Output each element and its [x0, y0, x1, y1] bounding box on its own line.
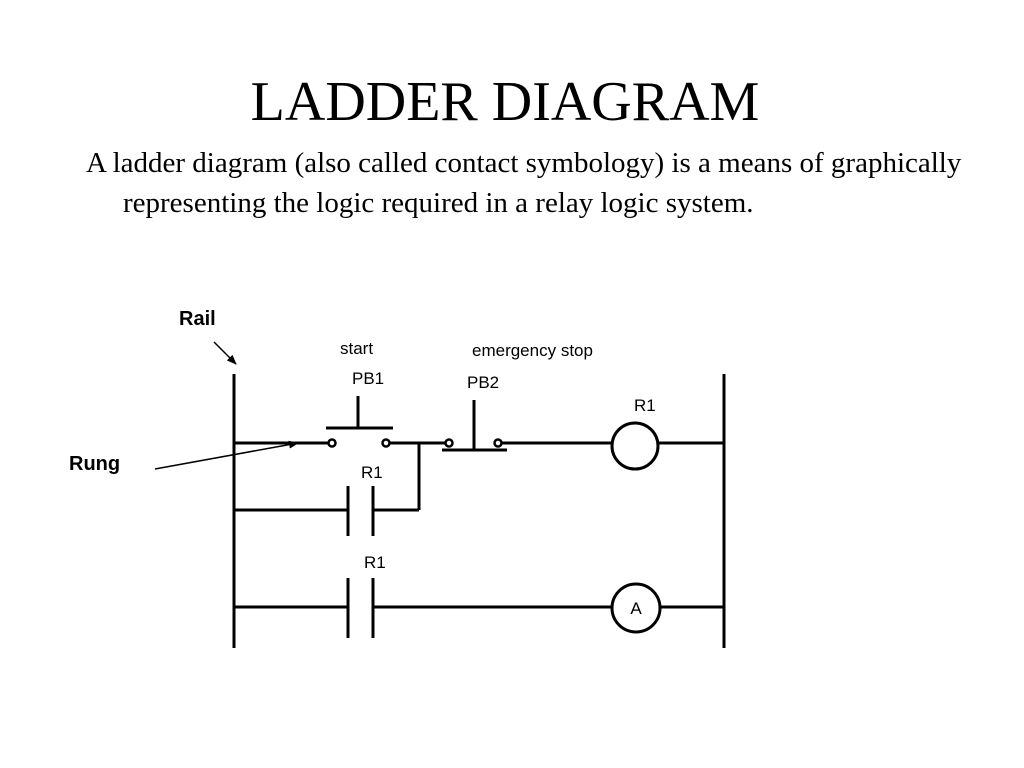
seal-in-contact-tag: R1	[361, 463, 383, 482]
pb1-tag: PB1	[352, 369, 384, 388]
relay-coil-tag: R1	[634, 396, 656, 415]
output-contact-tag: R1	[364, 553, 386, 572]
relay-coil-r1	[610, 421, 660, 471]
slide-body-text: A ladder diagram (also called contact sy…	[86, 147, 962, 219]
pb2-terminal-left	[444, 438, 454, 448]
pb1-caption: start	[340, 339, 373, 358]
output-coil-symbol: A	[630, 599, 642, 618]
rail-label: Rail	[179, 308, 216, 330]
slide-title: LADDER DIAGRAM	[250, 71, 760, 133]
output-coil-a	[610, 582, 662, 634]
rail-pointer-arrow	[213, 341, 237, 365]
pb2-terminal-right	[493, 438, 503, 448]
pb2-caption: emergency stop	[472, 341, 593, 360]
pb1-terminal-left	[327, 438, 337, 448]
pb2-tag: PB2	[467, 373, 499, 392]
pb1-terminal-right	[381, 438, 391, 448]
rung-label: Rung	[69, 453, 120, 475]
rung-pointer-arrow	[154, 440, 299, 470]
